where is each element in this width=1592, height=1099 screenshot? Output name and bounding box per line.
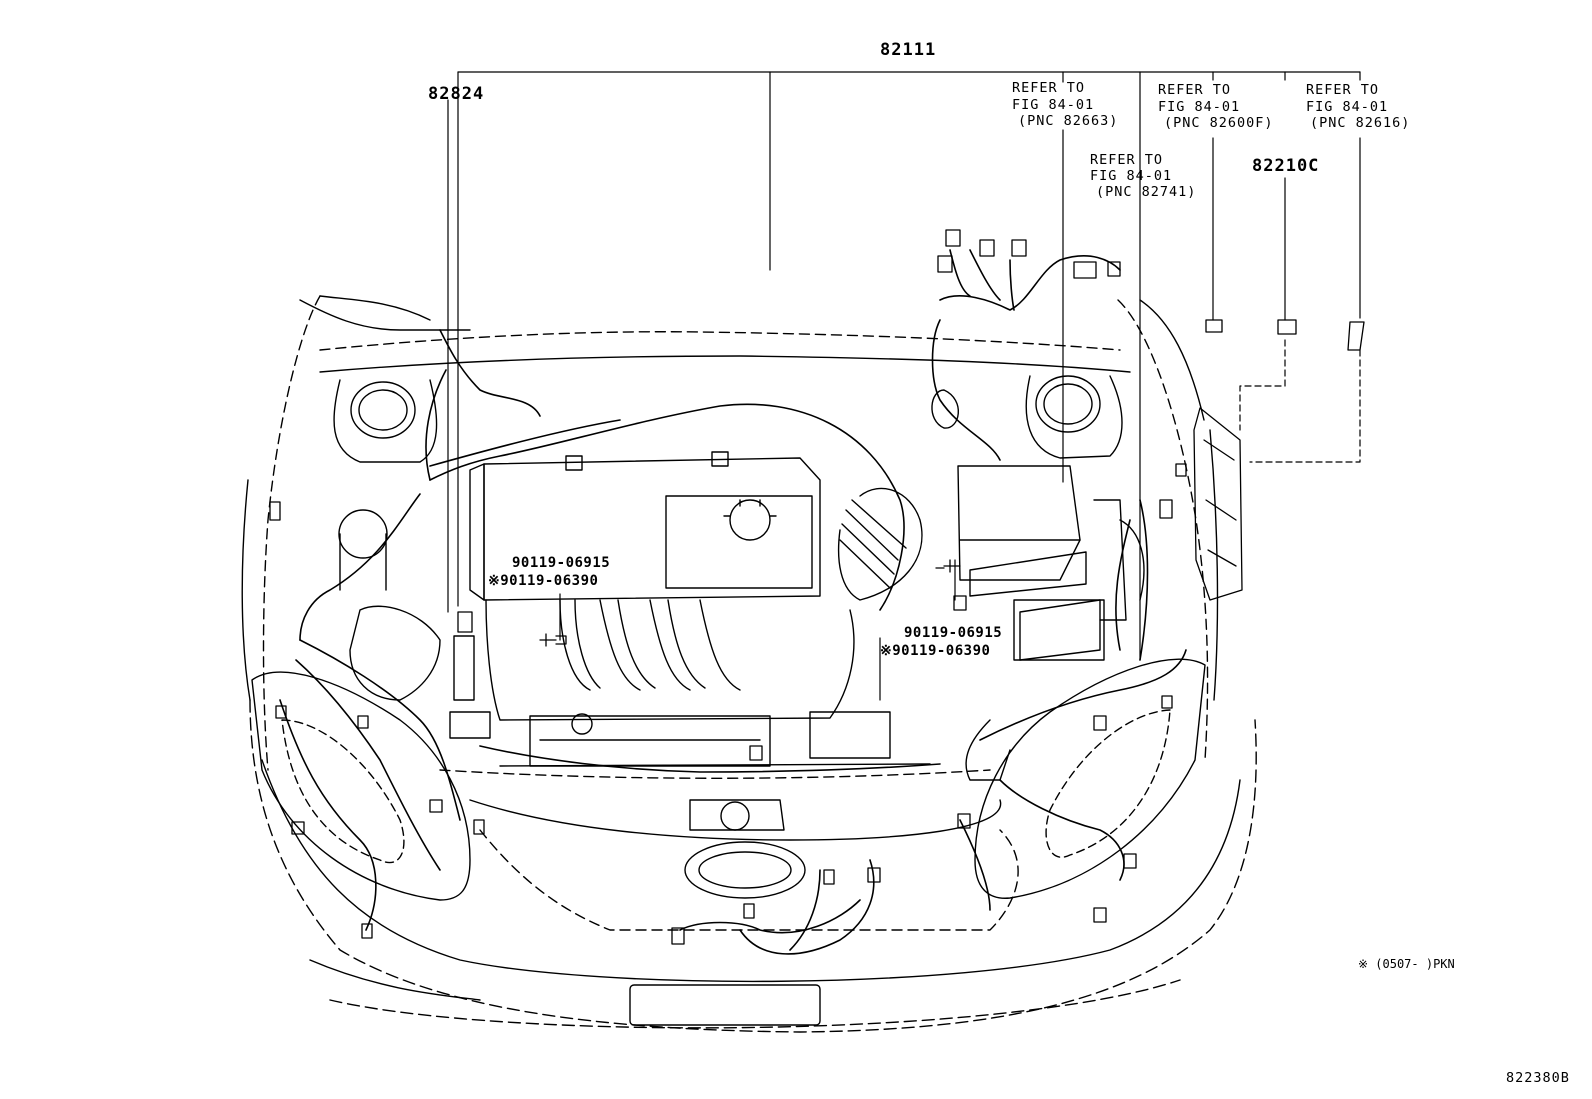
reference-line: (PNC 82663) xyxy=(1018,113,1119,129)
part-number-82111: 82111 xyxy=(880,40,937,60)
reference-line: (PNC 82616) xyxy=(1310,115,1411,131)
bolt-alternate-part-number: ※90119-06390 xyxy=(488,573,599,589)
reference-line: FIG 84-01 xyxy=(1012,97,1095,113)
connectors xyxy=(269,229,1365,945)
part-number-82210c: 82210C xyxy=(1252,156,1320,176)
reference-line: FIG 84-01 xyxy=(1158,99,1241,115)
part-number-82824: 82824 xyxy=(428,84,485,104)
footnote: ※ (0507- )PKN xyxy=(1358,957,1455,971)
reference-line: REFER TO xyxy=(1090,152,1164,168)
reference-line: REFER TO xyxy=(1158,82,1232,98)
car-body-outline xyxy=(241,295,1257,1033)
reference-line: REFER TO xyxy=(1306,82,1380,98)
bolt-part-number: 90119-06915 xyxy=(904,625,1003,641)
engine-assembly xyxy=(338,389,1145,831)
reference-line: REFER TO xyxy=(1012,80,1086,96)
figure-code: 822380B xyxy=(1506,1070,1570,1086)
reference-line: FIG 84-01 xyxy=(1090,168,1173,184)
bolt-icons xyxy=(539,559,967,647)
reference-line: (PNC 82600F) xyxy=(1164,115,1274,131)
reference-line: FIG 84-01 xyxy=(1306,99,1389,115)
bolt-part-number: 90119-06915 xyxy=(512,555,611,571)
leader-lines xyxy=(447,71,1361,701)
reference-line: (PNC 82741) xyxy=(1096,184,1197,200)
bolt-alternate-part-number: ※90119-06390 xyxy=(880,643,991,659)
